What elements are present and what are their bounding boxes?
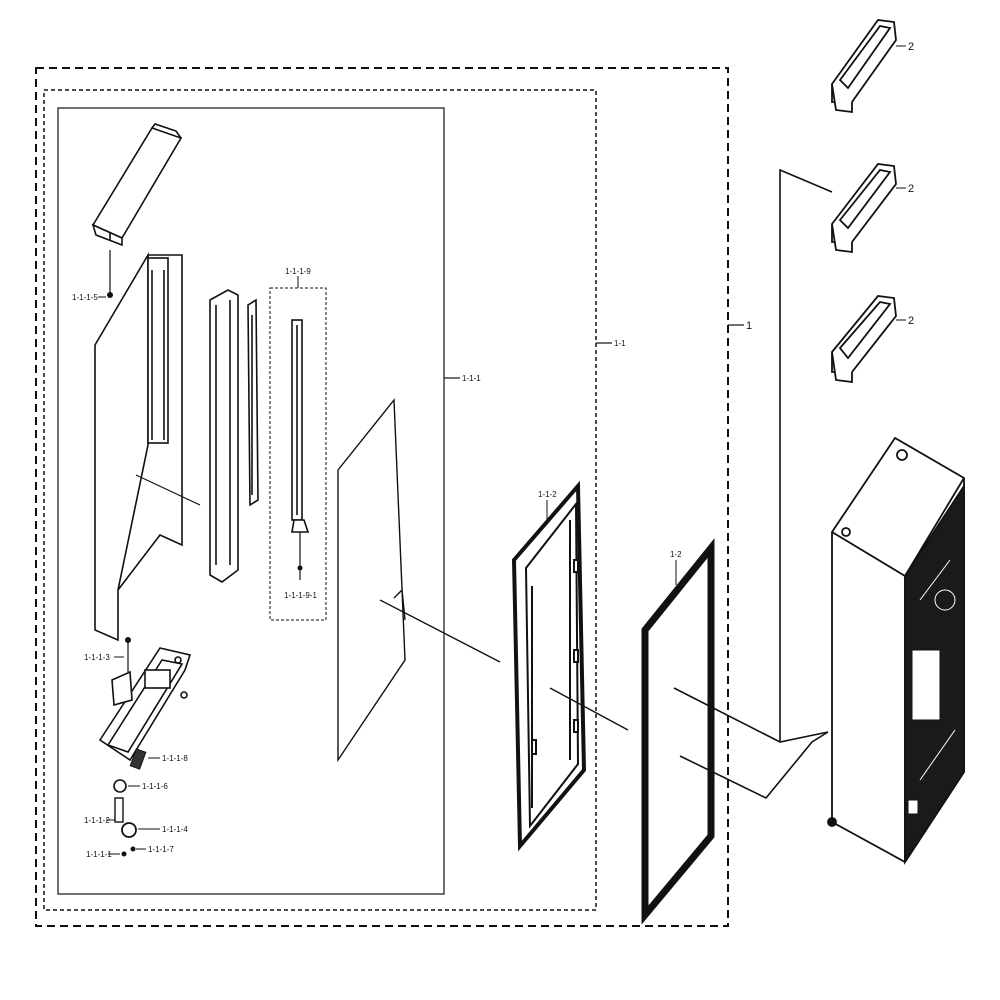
label-1117: 1-1-1-7 (148, 845, 174, 854)
label-door-assembly: 1-1 (614, 339, 626, 348)
hinge-screw-part (125, 637, 131, 643)
label-bin-3: 2 (908, 315, 914, 327)
hinge-bracket (98, 647, 192, 762)
leader-door-axis-1 (379, 599, 501, 663)
hinge-bolt-part (114, 797, 124, 823)
refrigerator-cabinet (827, 436, 965, 866)
label-hinge-screw: 1-1-1-3 (84, 653, 110, 662)
door-outer-panel (94, 252, 183, 642)
hinge-pin-part (113, 779, 127, 793)
hinge-nut-part (130, 846, 136, 852)
label-bin-2: 2 (908, 183, 914, 195)
door-top-cap (91, 123, 183, 247)
label-handle-bracket-screw: 1-1-1-9-1 (284, 591, 317, 600)
label-door-foam-assembly: 1-1-1 (462, 374, 481, 383)
label-bin-1: 2 (908, 41, 914, 53)
assembly-1-boundary (35, 67, 729, 927)
label-1116: 1-1-1-6 (142, 782, 168, 791)
label-1118: 1-1-1-8 (162, 754, 188, 763)
label-handle-screw: 1-1-1-5 (72, 293, 98, 302)
door-gasket (641, 538, 715, 925)
label-1111: 1-1-1-1 (86, 850, 112, 859)
door-bin-1 (831, 19, 897, 114)
handle-bracket-part (291, 319, 310, 533)
label-1112: 1-1-1-2 (84, 816, 110, 825)
assembly-1-1-boundary (43, 89, 597, 911)
handle-screw-part (107, 292, 113, 298)
bracket-screw-part (297, 565, 303, 571)
door-side-trim (209, 289, 239, 583)
assembly-1-1-1-boundary (57, 107, 445, 895)
leader-panel (135, 474, 201, 506)
label-assembly: 1 (746, 320, 752, 332)
hinge-cover-part (129, 748, 147, 770)
insulation-panel (337, 398, 406, 763)
door-bin-2 (831, 163, 897, 254)
hinge-bushing-part (121, 822, 137, 838)
door-bin-3 (831, 295, 897, 384)
door-liner (511, 480, 587, 852)
leader-door-axis-2 (549, 687, 629, 731)
label-handle-bracket-group: 1-1-1-9 (285, 267, 311, 276)
label-door-liner: 1-1-2 (538, 490, 557, 499)
door-trim-strip (247, 298, 259, 507)
label-gasket: 1-2 (670, 550, 682, 559)
connector-bins (779, 168, 833, 742)
connector-top (673, 687, 829, 743)
connector-bottom (679, 731, 829, 799)
hinge-washer-part (121, 851, 127, 857)
label-1114: 1-1-1-4 (162, 825, 188, 834)
